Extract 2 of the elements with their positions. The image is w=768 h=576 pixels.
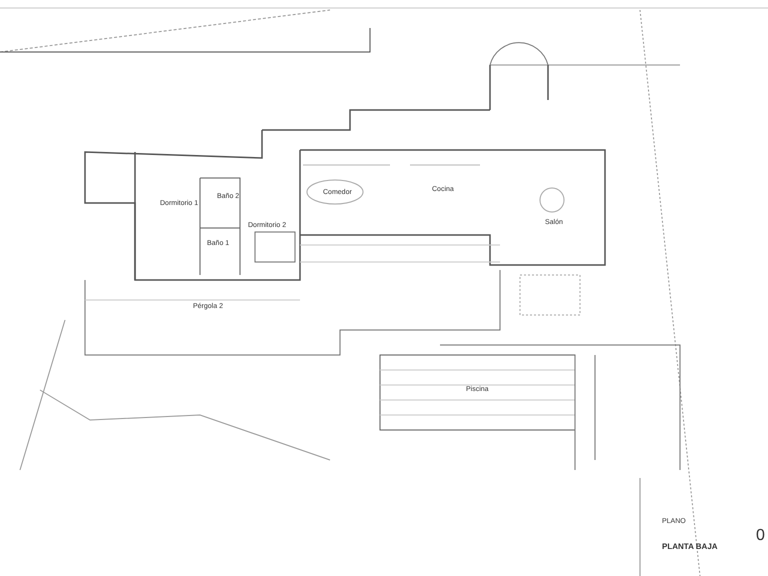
plan-title: PLANTA BAJA (662, 542, 718, 551)
sheet-number: 0 (756, 527, 765, 545)
